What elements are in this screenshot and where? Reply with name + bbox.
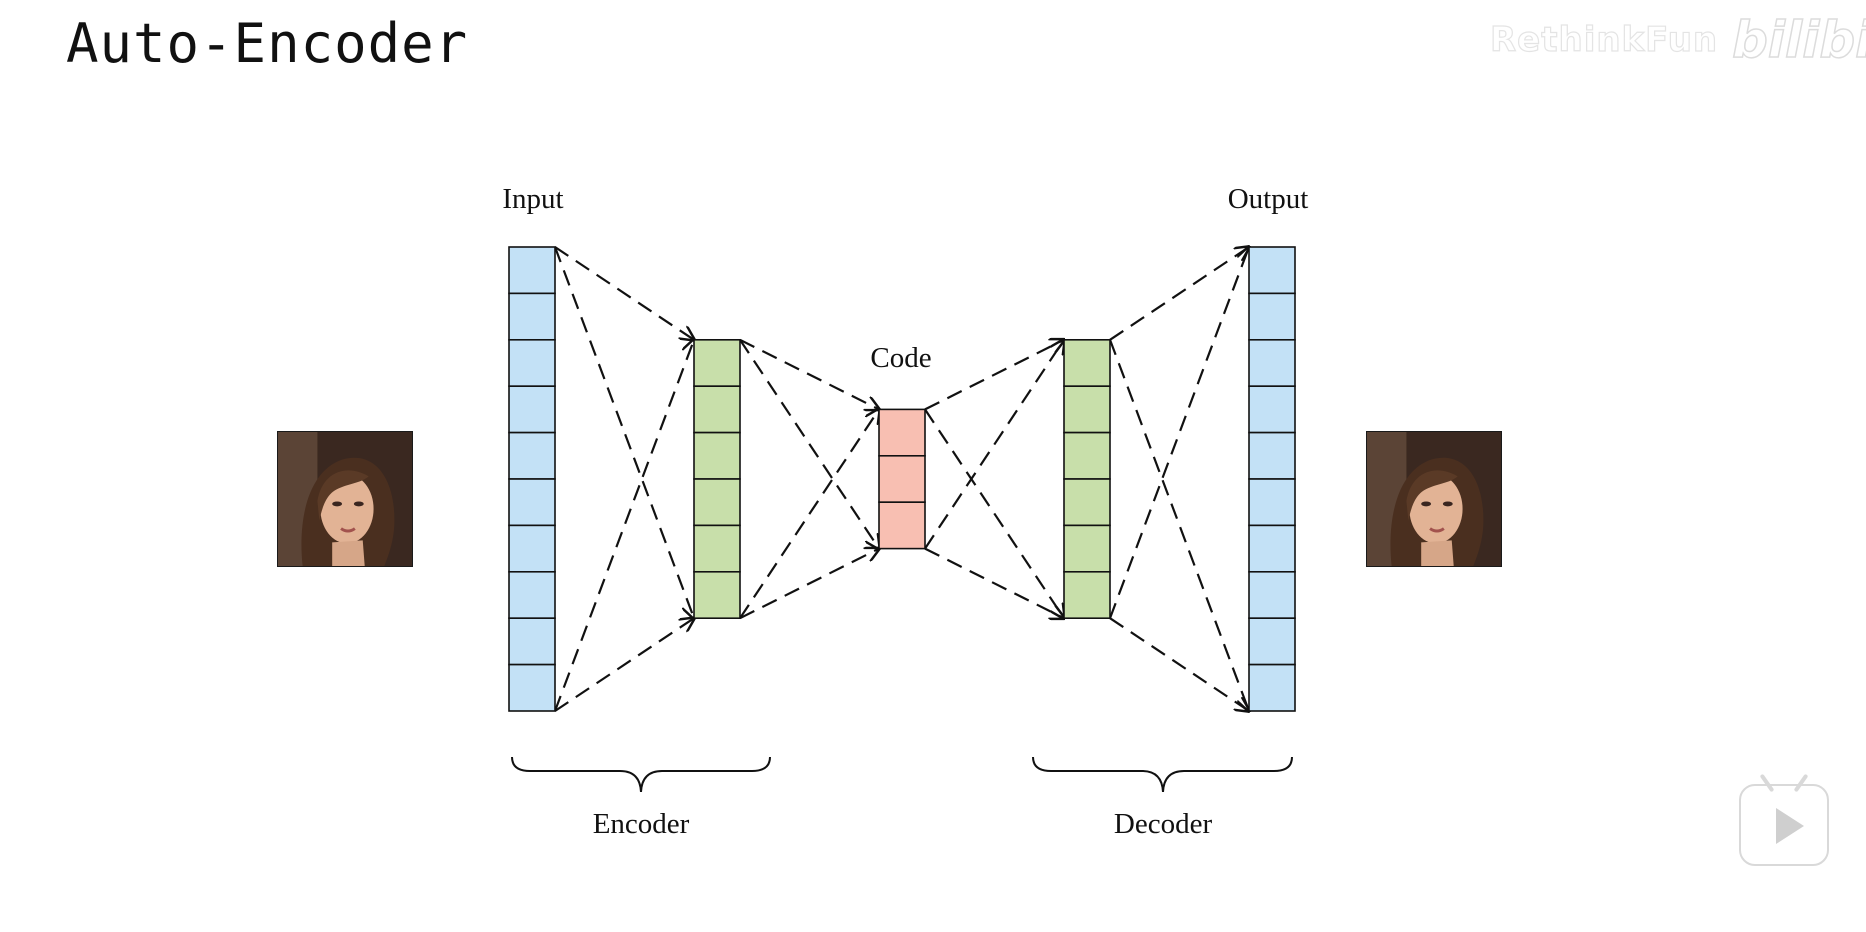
output-unit [1248, 478, 1296, 527]
connection-arrow [739, 338, 879, 410]
input-unit [508, 617, 556, 666]
decoder-hidden-unit [1063, 478, 1111, 527]
output-unit [1248, 246, 1296, 295]
output-unit [1248, 338, 1296, 387]
output-unit [1248, 663, 1296, 712]
decoder-hidden-unit [1063, 431, 1111, 480]
connection-arrow [1109, 617, 1249, 711]
code-unit [878, 501, 926, 550]
output-unit [1248, 292, 1296, 341]
output-unit [1248, 385, 1296, 434]
input-layer [508, 246, 556, 712]
decoder-hidden-unit [1063, 385, 1111, 434]
input-unit [508, 478, 556, 527]
input-unit [508, 338, 556, 387]
output-unit [1248, 617, 1296, 666]
play-button[interactable] [1739, 773, 1829, 866]
code-unit [878, 408, 926, 457]
encoder-hidden-unit [693, 478, 741, 527]
connection-arrow [924, 340, 1064, 550]
output-unit [1248, 431, 1296, 480]
output-unit [1248, 570, 1296, 619]
input-unit [508, 570, 556, 619]
encoder-hidden-unit [693, 524, 741, 573]
output-face-image [1366, 431, 1502, 567]
encoder-hidden-layer [693, 338, 741, 619]
connection-arrow [1108, 247, 1249, 619]
slide-title: Auto-Encoder [66, 12, 469, 75]
input-unit [508, 385, 556, 434]
encoder-brace [511, 756, 771, 793]
input-label: Input [502, 183, 563, 215]
output-label: Output [1228, 183, 1309, 215]
decoder-label: Decoder [1114, 808, 1213, 840]
connection-arrow [924, 547, 1064, 619]
decoder-hidden-layer [1063, 338, 1111, 619]
connection-arrow [739, 409, 879, 619]
face-photo-icon [1367, 432, 1501, 566]
code-unit [878, 454, 926, 503]
output-unit [1248, 524, 1296, 573]
connection-arrow [924, 408, 1064, 618]
face-photo-icon [278, 432, 412, 566]
encoder-hidden-unit [693, 385, 741, 434]
play-icon [1776, 808, 1804, 844]
output-layer [1248, 246, 1296, 712]
connection-arrow [924, 340, 1064, 411]
code-label: Code [870, 342, 931, 374]
encoder-hidden-unit [693, 431, 741, 480]
input-unit [508, 292, 556, 341]
input-unit [508, 246, 556, 295]
input-unit [508, 663, 556, 712]
decoder-hidden-unit [1063, 570, 1111, 619]
connection-arrow [1108, 339, 1249, 711]
dashed-connections [553, 246, 1249, 712]
connection-arrow [553, 340, 694, 712]
encoder-hidden-unit [693, 570, 741, 619]
connection-arrow [739, 549, 879, 620]
input-unit [508, 431, 556, 480]
connection-arrow [1109, 247, 1249, 341]
connection-arrow [739, 339, 879, 549]
code-layer [878, 408, 926, 550]
connection-arrow [553, 246, 694, 618]
connection-arrow [554, 246, 694, 340]
decoder-brace [1032, 756, 1293, 793]
network-layers [508, 246, 1296, 712]
input-unit [508, 524, 556, 573]
input-face-image [277, 431, 413, 567]
encoder-hidden-unit [693, 338, 741, 387]
decoder-hidden-unit [1063, 524, 1111, 573]
connection-arrow [554, 618, 694, 712]
encoder-label: Encoder [593, 808, 690, 840]
decoder-hidden-unit [1063, 338, 1111, 387]
